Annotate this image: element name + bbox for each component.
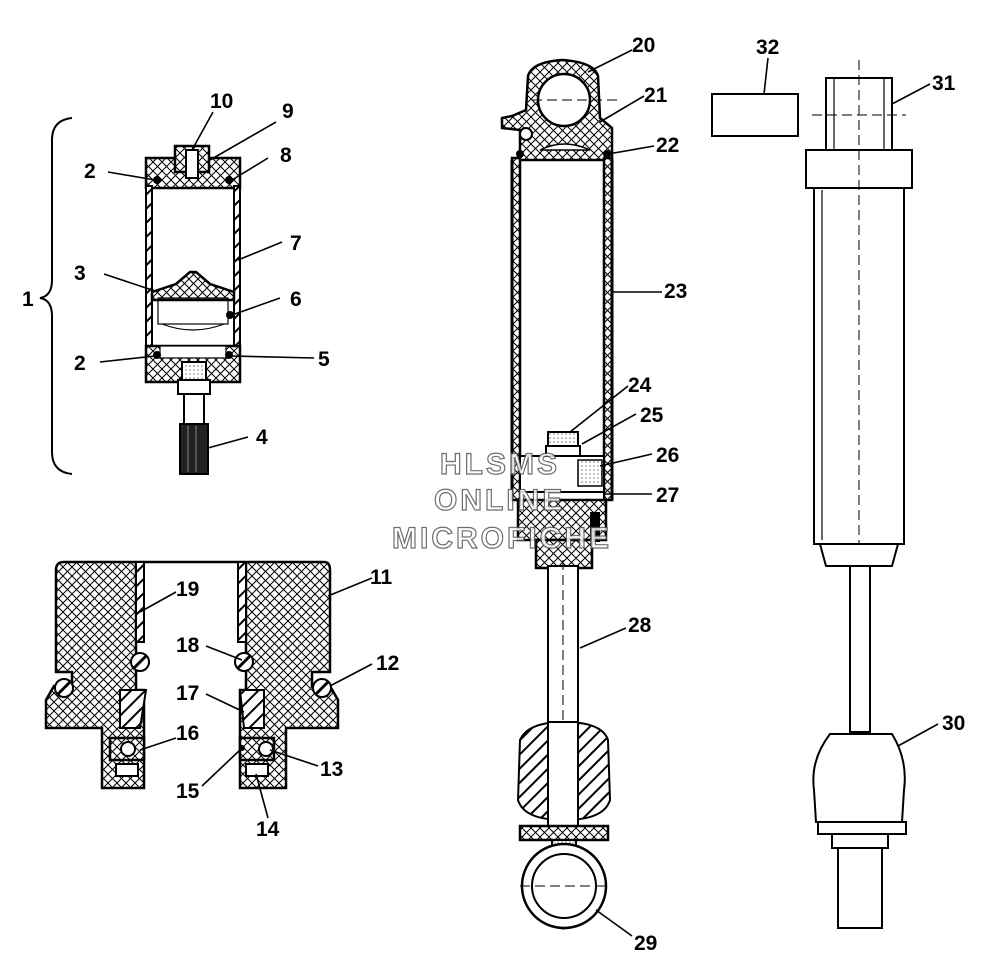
bushing-right: [237, 561, 247, 643]
callout-2-bottom: 2: [74, 352, 86, 375]
callout-24: 24: [628, 374, 652, 397]
callout-28: 28: [628, 614, 652, 637]
watermark: HLSMS ONLINE MICROFICHE: [391, 447, 612, 555]
reservoir-hose: [179, 423, 209, 475]
callout-3: 3: [74, 262, 86, 285]
piston-seal: [226, 311, 234, 319]
callout-19: 19: [176, 578, 199, 601]
wiper-left: [115, 763, 139, 777]
reservoir-wall-right: [233, 185, 241, 355]
shock-exterior: [711, 60, 913, 930]
valve-stem: [185, 149, 199, 179]
end-cap-detail: [44, 560, 340, 790]
watermark-line-2: ONLINE: [434, 484, 565, 517]
o-ring-bottom-left: [153, 351, 161, 359]
shock-body-cutaway: [500, 58, 620, 930]
callout-4: 4: [256, 426, 268, 449]
callout-14: 14: [256, 818, 280, 841]
callout-12: 12: [376, 652, 399, 675]
callout-31: 31: [932, 72, 956, 95]
bottom-washer: [518, 824, 610, 842]
callout-22: 22: [656, 134, 679, 157]
leader-lines: [99, 49, 939, 937]
watermark-line-3: MICROFICHE: [392, 522, 612, 555]
hose-fitting: [181, 361, 207, 381]
reservoir-wall-left: [145, 185, 153, 355]
reservoir-assembly: [39, 117, 242, 475]
callout-10: 10: [210, 90, 233, 113]
floating-piston-body: [157, 297, 229, 325]
callout-27: 27: [656, 484, 679, 507]
callout-16: 16: [176, 722, 199, 745]
bottom-mount: [837, 847, 883, 929]
seal-right: [238, 689, 265, 729]
callout-29: 29: [634, 932, 657, 955]
callout-23: 23: [664, 280, 687, 303]
bumper: [812, 733, 906, 823]
callout-numbers: 1 2 3 2 4 5 6 7 8 9 10 11 12 13 14 15 16…: [22, 34, 965, 955]
callout-9: 9: [282, 100, 294, 123]
assembly-bracket: [39, 117, 73, 475]
callout-5: 5: [318, 348, 330, 371]
callout-18: 18: [176, 634, 200, 657]
callout-2-top: 2: [84, 160, 96, 183]
callout-17: 17: [176, 682, 199, 705]
bushing-left: [135, 561, 145, 643]
spacer-sleeve: [711, 93, 799, 137]
callout-32: 32: [756, 36, 779, 59]
o-ring-bottom-right: [225, 351, 233, 359]
exterior-shaft: [849, 565, 871, 733]
callout-15: 15: [176, 780, 200, 803]
o-ring-top-left: [153, 176, 161, 184]
watermark-line-1: HLSMS: [440, 448, 560, 481]
callout-8: 8: [280, 144, 292, 167]
callout-30: 30: [942, 712, 965, 735]
seal-left: [119, 689, 148, 729]
o-ring-top-right: [225, 176, 233, 184]
callout-11: 11: [370, 566, 393, 589]
wiper-right: [245, 763, 269, 777]
eyelet-o-ring: [603, 150, 611, 158]
retaining-ring: [239, 745, 245, 751]
callout-25: 25: [640, 404, 664, 427]
piston-nut: [547, 431, 579, 447]
floating-piston-top: [150, 270, 236, 302]
callout-21: 21: [644, 84, 668, 107]
callout-20: 20: [632, 34, 655, 57]
callout-1: 1: [22, 288, 34, 311]
callout-6: 6: [290, 288, 302, 311]
callout-26: 26: [656, 444, 679, 467]
end-cap-body: [44, 560, 340, 790]
callout-7: 7: [290, 232, 302, 255]
callout-13: 13: [320, 758, 343, 781]
